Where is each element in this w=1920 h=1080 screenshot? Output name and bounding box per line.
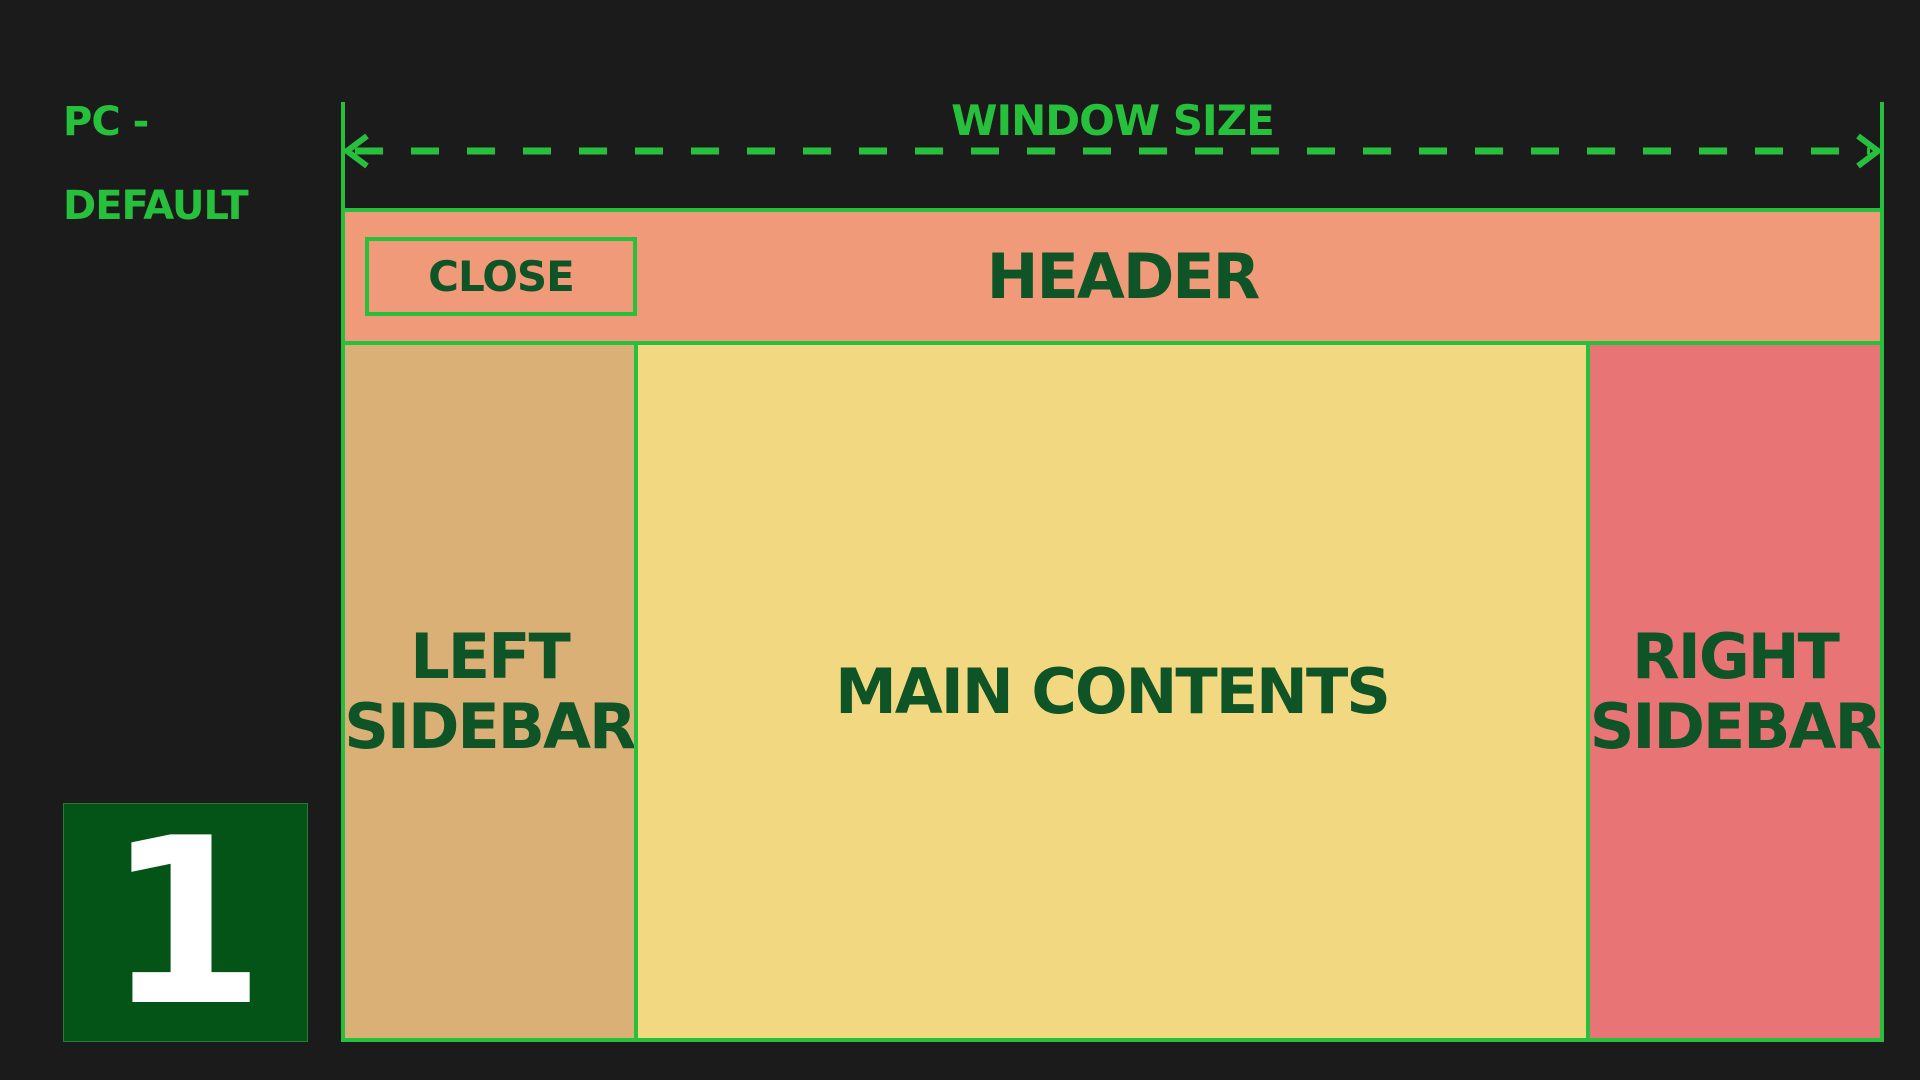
left-sidebar-label-line1: LEFT (410, 619, 571, 693)
main-contents-region: MAIN CONTENTS (634, 341, 1590, 1042)
window-size-text: WINDOW SIZE (933, 96, 1292, 145)
right-sidebar-label-line1: RIGHT (1632, 619, 1840, 693)
device-label-line1: PC - (63, 99, 149, 145)
left-sidebar-region: LEFT SIDEBAR (341, 341, 638, 1042)
window-size-dimension: WINDOW SIZE (341, 96, 1884, 208)
left-sidebar-label: LEFT SIDEBAR (344, 619, 637, 763)
dimension-arrow-icon (341, 102, 1884, 208)
window-size-label: WINDOW SIZE (341, 91, 1884, 151)
right-sidebar-label-line2: SIDEBAR (1589, 689, 1883, 763)
device-label-line2: DEFAULT (63, 183, 249, 229)
number-badge: 1 (63, 803, 308, 1043)
main-contents-label: MAIN CONTENTS (835, 654, 1391, 728)
left-sidebar-label-line2: SIDEBAR (344, 689, 637, 763)
device-label: PC - DEFAULT (63, 80, 323, 248)
header-label: HEADER (986, 240, 1261, 313)
window-layout: CLOSE HEADER LEFT SIDEBAR MAIN CONTENTS … (341, 208, 1884, 1042)
right-sidebar-region: RIGHT SIDEBAR (1586, 341, 1884, 1042)
close-button[interactable]: CLOSE (365, 237, 637, 316)
header-region: CLOSE HEADER (341, 208, 1884, 345)
right-sidebar-label: RIGHT SIDEBAR (1589, 619, 1883, 763)
